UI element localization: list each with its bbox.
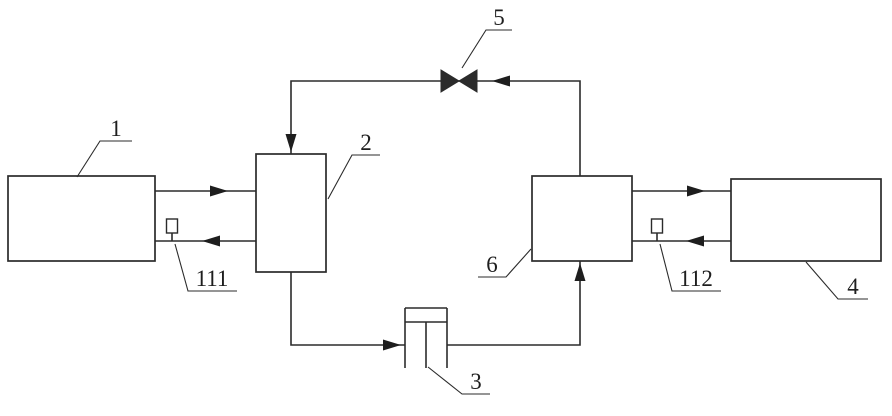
pipe-top-loop [290, 80, 581, 176]
sensor-111-body [165, 218, 179, 234]
label-112-text: 112 [679, 266, 713, 291]
label-3: 3 [427, 366, 490, 395]
component-6-box [531, 175, 633, 262]
label-3-text: 3 [470, 369, 482, 394]
label-2-text: 2 [360, 130, 372, 155]
label-1: 1 [76, 116, 132, 178]
label-111-text: 111 [196, 266, 229, 291]
component-1-box [7, 175, 156, 262]
label-111: 111 [174, 243, 237, 292]
component-4-box [730, 178, 882, 262]
flow-arrow-left-icon [686, 235, 704, 247]
label-5-leader [461, 29, 512, 69]
flow-arrow-left-icon [492, 75, 510, 87]
label-112-leader [659, 243, 721, 292]
pipe-bottom-loop-left [290, 272, 405, 346]
label-2: 2 [327, 130, 380, 200]
label-6-text: 6 [486, 252, 498, 277]
label-4-leader [805, 261, 868, 300]
label-4-text: 4 [847, 274, 859, 299]
label-5-text: 5 [493, 5, 505, 30]
flow-arrow-left-icon [202, 235, 220, 247]
pipe-bottom-loop-right [447, 261, 581, 346]
label-2-leader [327, 154, 380, 200]
label-112: 112 [659, 243, 721, 292]
label-4: 4 [805, 261, 868, 300]
label-6-leader [478, 248, 532, 278]
valve-left-triangle [440, 69, 460, 93]
flow-arrow-up-icon [574, 263, 586, 281]
sensor-112-body [650, 218, 664, 234]
flow-arrow-right-icon [383, 339, 401, 351]
label-5: 5 [461, 5, 512, 69]
flow-arrow-right-icon [210, 185, 228, 197]
label-1-leader [76, 140, 132, 178]
label-6: 6 [478, 248, 532, 278]
label-111-leader [174, 243, 237, 292]
label-1-text: 1 [110, 116, 122, 141]
label-3-leader [427, 366, 490, 395]
valve-right-triangle [458, 69, 478, 93]
component-3-icon [404, 307, 448, 368]
component-2-box [255, 153, 327, 273]
flow-arrow-right-icon [687, 185, 705, 197]
sensor-111-icon [165, 218, 179, 241]
valve-5-icon [440, 69, 478, 93]
sensor-112-icon [650, 218, 664, 241]
flow-arrow-down-icon [285, 134, 297, 152]
